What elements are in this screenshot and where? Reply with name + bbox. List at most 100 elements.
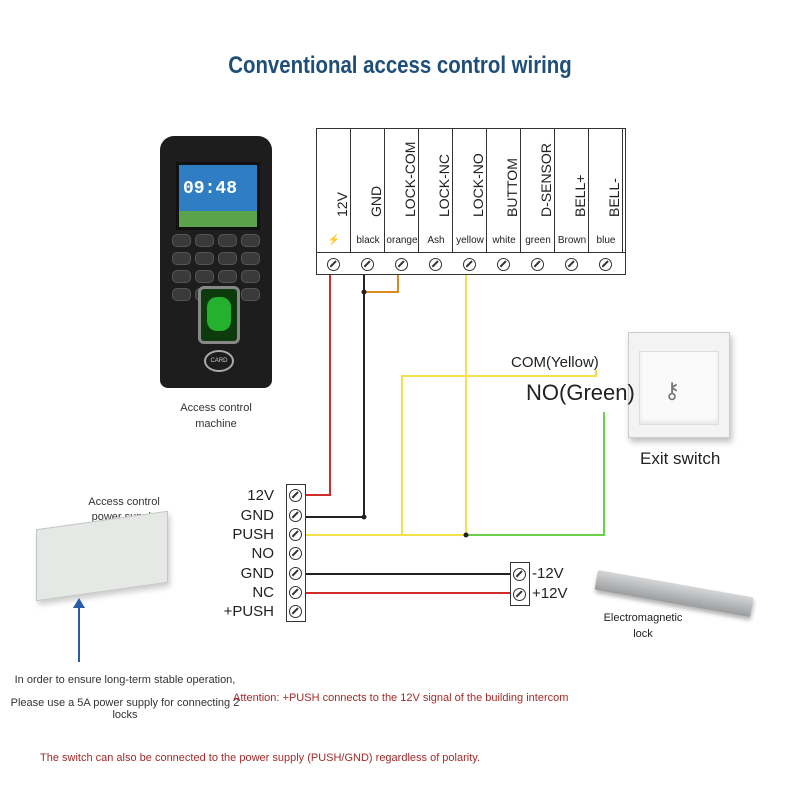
- wire-switch-com-yellow: [401, 370, 597, 535]
- terminal-label: LOCK-COM: [402, 141, 418, 217]
- lock-caption: Electromagnetic lock: [598, 610, 688, 642]
- psu-terminal-label: PUSH: [232, 526, 274, 543]
- lock-terminal-block: [510, 562, 530, 606]
- screw-icon: [289, 605, 302, 618]
- terminal-color: blue: [596, 235, 616, 246]
- page-title: Conventional access control wiring: [228, 52, 572, 79]
- junction-dot: [361, 514, 367, 520]
- exit-switch-caption: Exit switch: [640, 449, 721, 468]
- screw-icon: [395, 258, 408, 271]
- lock-caption-line2: lock: [633, 628, 653, 640]
- reader-time: 09:48: [183, 179, 238, 199]
- stability-note-line2: Please use a 5A power supply for connect…: [10, 697, 240, 721]
- keypad-key: [195, 270, 214, 283]
- keypad-key: [241, 234, 260, 247]
- screw-icon: [289, 528, 302, 541]
- keypad-key: [241, 270, 260, 283]
- access-control-machine: 09:48 CARD: [160, 136, 272, 388]
- terminal-label: LOCK-NC: [436, 153, 452, 217]
- terminal-bell-plus: BELL+ Brown: [555, 129, 589, 252]
- terminal-lock-no: LOCK-NO yellow: [453, 129, 487, 252]
- screw-icon: [429, 258, 442, 271]
- switch-com-label: COM(Yellow): [511, 354, 599, 371]
- psu-terminal-label: 12V: [247, 487, 274, 504]
- screw-icon: [327, 258, 340, 271]
- screw-icon: [513, 588, 526, 601]
- keypad-key: [218, 270, 237, 283]
- reader-screen: 09:48: [176, 162, 260, 230]
- terminal-bell-minus: BELL-blue: [589, 129, 623, 252]
- terminal-gnd: GND black: [351, 129, 385, 252]
- keypad-key: [172, 288, 191, 301]
- terminal-label: BELL+: [572, 174, 588, 217]
- junction-dot: [463, 532, 469, 538]
- keypad-key: [172, 270, 191, 283]
- screen-wallpaper: [179, 211, 257, 227]
- keypad-key: [195, 234, 214, 247]
- terminal-d-sensor: D-SENSOR green: [521, 129, 555, 252]
- terminal-color: Brown: [557, 235, 587, 246]
- screw-icon: [289, 489, 302, 502]
- keypad-key: [241, 288, 260, 301]
- terminal-lock-nc: LOCK-NC Ash: [419, 129, 453, 252]
- psu-terminal-label: GND: [240, 507, 274, 524]
- reader-caption: Access control machine: [166, 400, 266, 432]
- lock-terminal-label: +12V: [532, 585, 568, 602]
- screw-icon: [289, 567, 302, 580]
- exit-switch: ⚷: [628, 332, 730, 438]
- keypad-key: [218, 252, 237, 265]
- reader-caption-line1: Access control: [180, 402, 252, 414]
- psu-terminal-label: +PUSH: [223, 603, 274, 620]
- power-supply-terminal-block: [286, 484, 306, 622]
- screw-row: [317, 252, 625, 276]
- key-icon: ⚷: [664, 378, 681, 403]
- card-reader-icon: CARD: [204, 350, 234, 372]
- screw-icon: [531, 258, 544, 271]
- screw-icon: [513, 568, 526, 581]
- screw-icon: [289, 547, 302, 560]
- keypad-key: [241, 252, 260, 265]
- terminal-color: yellow: [456, 235, 484, 246]
- wire-gnd-black: [306, 262, 365, 518]
- terminal-buttom: BUTTOM white: [487, 129, 521, 252]
- fingerprint-sensor-icon: [198, 286, 240, 344]
- terminal-label: GND: [368, 185, 384, 217]
- arrow-up-icon: [73, 598, 85, 662]
- terminal-color: green: [525, 235, 551, 246]
- terminal-label: D-SENSOR: [538, 143, 554, 217]
- psu-caption-line1: Access control: [88, 496, 160, 508]
- junction-dot: [361, 289, 367, 295]
- terminal-label: BELL-: [606, 178, 622, 217]
- terminal-12v: 12V⚡: [317, 129, 351, 252]
- keypad-key: [195, 252, 214, 265]
- terminal-color: Ash: [427, 235, 445, 246]
- keypad-key: [218, 234, 237, 247]
- psu-terminal-label: NO: [251, 545, 275, 562]
- screw-icon: [361, 258, 374, 271]
- exit-switch-button: ⚷: [639, 351, 719, 425]
- screw-icon: [599, 258, 612, 271]
- screw-icon: [565, 258, 578, 271]
- stability-note-line1: In order to ensure long-term stable oper…: [14, 674, 236, 686]
- terminal-label: LOCK-NO: [470, 153, 486, 217]
- wire-switch-no-green: [466, 412, 605, 536]
- keypad-key: [172, 234, 191, 247]
- wire-12v-red: [306, 262, 331, 496]
- terminal-color: black: [356, 235, 380, 246]
- lock-terminal-label: -12V: [532, 565, 564, 582]
- psu-terminal-label: GND: [240, 565, 274, 582]
- screw-icon: [463, 258, 476, 271]
- terminal-color: white: [492, 235, 516, 246]
- switch-polarity-note: The switch can also be connected to the …: [40, 752, 480, 764]
- lock-caption-line1: Electromagnetic: [603, 612, 683, 624]
- reader-caption-line2: machine: [195, 418, 237, 430]
- keypad-key: [172, 252, 191, 265]
- screw-icon: [289, 586, 302, 599]
- terminal-label: 12V: [334, 192, 350, 217]
- switch-no-label: NO(Green): [526, 380, 635, 405]
- screw-icon: [289, 509, 302, 522]
- screw-icon: [497, 258, 510, 271]
- terminal-label: BUTTOM: [504, 158, 520, 217]
